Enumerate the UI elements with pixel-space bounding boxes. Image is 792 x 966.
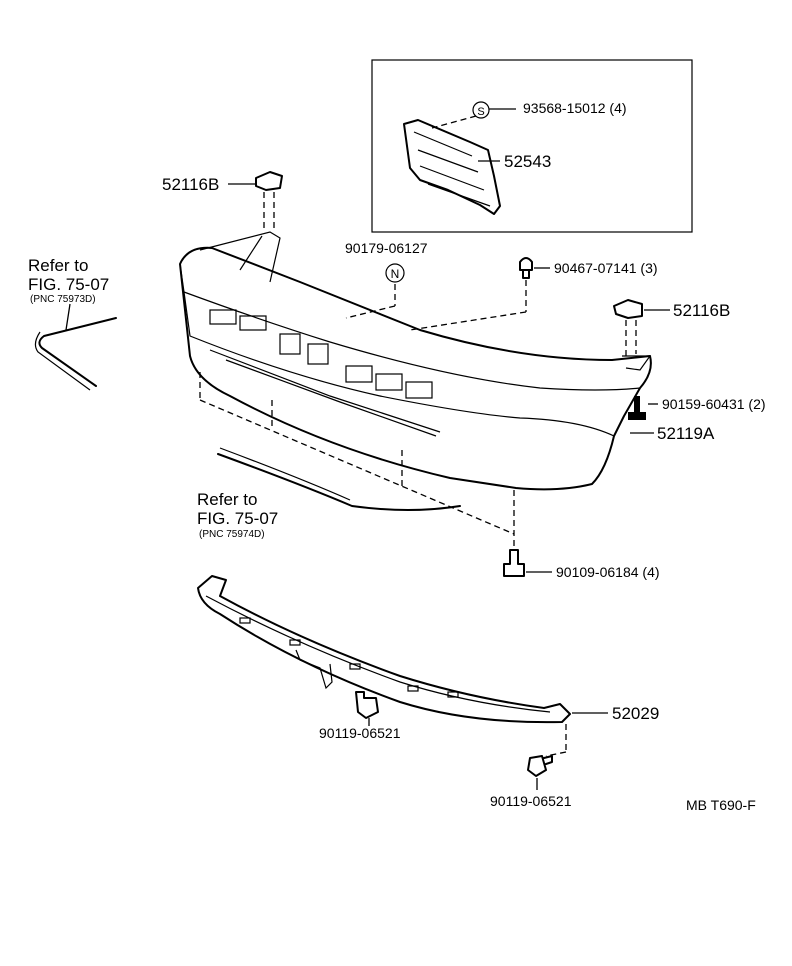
bolt-side: 90159-60431 (2) bbox=[628, 396, 766, 420]
bolt-bottom: 90109-06184 (4) bbox=[503, 549, 660, 580]
grille-openings bbox=[209, 309, 441, 437]
upper-reference-line1: Refer to bbox=[28, 256, 88, 275]
support-right-label: 52116B bbox=[673, 301, 730, 320]
upper-reference-line3: (PNC 75973D) bbox=[30, 294, 96, 305]
lower-reinforcement-label: 52029 bbox=[612, 704, 659, 723]
bumper-cover: 52119A bbox=[179, 231, 715, 548]
upper-reference: Refer to FIG. 75-07 (PNC 75973D) bbox=[28, 256, 117, 391]
support-left: 52116B bbox=[162, 171, 283, 230]
retainer-s-symbol bbox=[472, 101, 490, 119]
catalog-code: MB T690-F bbox=[686, 797, 756, 813]
reinforcement-slots bbox=[239, 617, 459, 698]
bolt-side-part[interactable] bbox=[628, 396, 646, 420]
screw-right-label: 90119-06521 bbox=[490, 793, 572, 809]
screw-left-label: 90119-06521 bbox=[319, 725, 401, 741]
clip-n-label: 90179-06127 bbox=[345, 240, 428, 256]
lower-reference-line2: FIG. 75-07 bbox=[197, 509, 278, 528]
bracket-plate-label: 52543 bbox=[504, 152, 551, 171]
clip-n: 90179-06127 N bbox=[345, 240, 428, 319]
lower-reinforcement-part[interactable] bbox=[197, 575, 571, 724]
retainer-s-label: 93568-15012 (4) bbox=[523, 100, 627, 116]
support-left-label: 52116B bbox=[162, 175, 219, 194]
screw-right: 90119-06521 bbox=[490, 724, 572, 809]
screw-left: 90119-06521 bbox=[319, 691, 401, 741]
bolt-bottom-part[interactable] bbox=[503, 549, 525, 577]
lower-reference-line3: (PNC 75974D) bbox=[199, 529, 265, 540]
support-left-part[interactable] bbox=[255, 171, 283, 191]
clip-top: 90467-07141 (3) bbox=[409, 257, 658, 331]
bumper-cover-label: 52119A bbox=[657, 424, 715, 443]
bracket-plate-52543[interactable] bbox=[403, 119, 501, 215]
clip-top-label: 90467-07141 (3) bbox=[554, 260, 658, 276]
lower-reference: Refer to FIG. 75-07 (PNC 75974D) bbox=[197, 447, 461, 540]
bolt-side-label: 90159-60431 (2) bbox=[662, 396, 766, 412]
clip-top-part[interactable] bbox=[519, 257, 533, 279]
screw-right-part[interactable] bbox=[527, 755, 553, 777]
inset-box: S 93568-15012 (4) 52543 bbox=[371, 59, 693, 233]
upper-moulding[interactable] bbox=[38, 317, 117, 387]
lower-reference-line1: Refer to bbox=[197, 490, 257, 509]
bumper-cover-part[interactable] bbox=[179, 246, 652, 491]
retainer-s-letter: S bbox=[477, 106, 484, 118]
upper-reference-line2: FIG. 75-07 bbox=[28, 275, 109, 294]
bolt-bottom-label: 90109-06184 (4) bbox=[556, 564, 660, 580]
lower-reinforcement: 52029 bbox=[197, 575, 659, 724]
clip-n-symbol[interactable] bbox=[385, 263, 405, 283]
support-right-part[interactable] bbox=[613, 299, 643, 319]
screw-left-part[interactable] bbox=[355, 691, 379, 719]
lower-moulding[interactable] bbox=[217, 453, 461, 511]
clip-n-letter: N bbox=[391, 267, 400, 281]
support-right: 52116B bbox=[613, 299, 730, 356]
